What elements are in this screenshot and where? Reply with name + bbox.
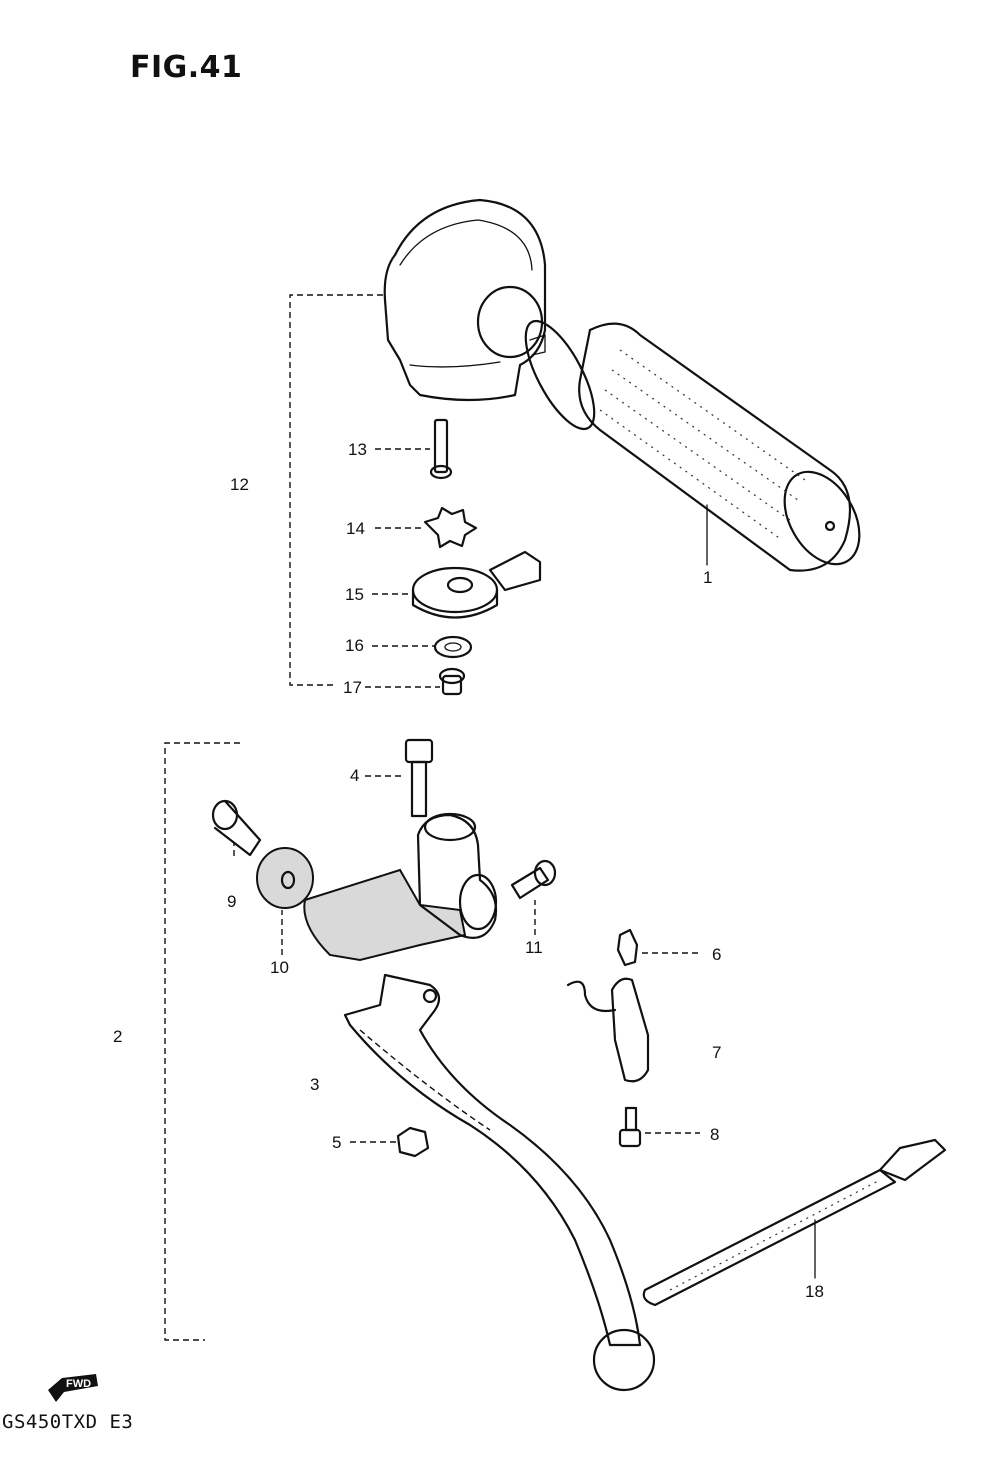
screw-8 (618, 1106, 642, 1148)
model-code: GS450TXD E3 (2, 1411, 134, 1433)
throttle-housing (383, 198, 547, 402)
nut-5 (396, 1126, 430, 1158)
callout-9: 9 (227, 892, 236, 911)
handlebar-grip (524, 319, 861, 572)
pivot-bolt-9 (211, 799, 262, 857)
callout-15: 15 (345, 585, 364, 604)
cable-adjuster-15 (411, 550, 542, 619)
fwd-arrow-icon: FWD (48, 1374, 98, 1402)
lever-holder (303, 812, 498, 962)
screw-13 (429, 418, 453, 480)
callout-13: 13 (348, 440, 367, 459)
washer-10 (256, 847, 314, 909)
bolt-4 (404, 738, 434, 818)
callout-12: 12 (230, 475, 249, 494)
callout-17: 17 (343, 678, 362, 697)
switch-7 (566, 977, 650, 1083)
callout-3: 3 (310, 1075, 319, 1094)
leader-lines (233, 448, 816, 1279)
callout-6: 6 (712, 945, 721, 964)
callout-11: 11 (525, 938, 543, 957)
washer-16 (433, 635, 473, 659)
callout-16: 16 (345, 636, 364, 655)
callout-1: 1 (703, 568, 712, 587)
screw-11 (510, 859, 557, 900)
callout-2: 2 (113, 1027, 122, 1046)
callout-18: 18 (805, 1282, 824, 1301)
star-washer-14 (423, 506, 478, 549)
group-bracket-12 (289, 294, 383, 686)
screw-6 (616, 928, 639, 967)
callout-4: 4 (350, 766, 359, 785)
clutch-lever-3 (343, 973, 656, 1392)
callout-5: 5 (332, 1133, 341, 1152)
cable-tie-18 (642, 1138, 947, 1307)
screw-17 (438, 667, 466, 696)
callout-10: 10 (270, 958, 289, 977)
callout-7: 7 (712, 1043, 721, 1062)
callout-14: 14 (346, 519, 365, 538)
figure-title: FIG.41 (130, 50, 243, 85)
group-bracket-2 (164, 742, 240, 1341)
fwd-label: FWD (66, 1378, 91, 1390)
callout-8: 8 (710, 1125, 719, 1144)
